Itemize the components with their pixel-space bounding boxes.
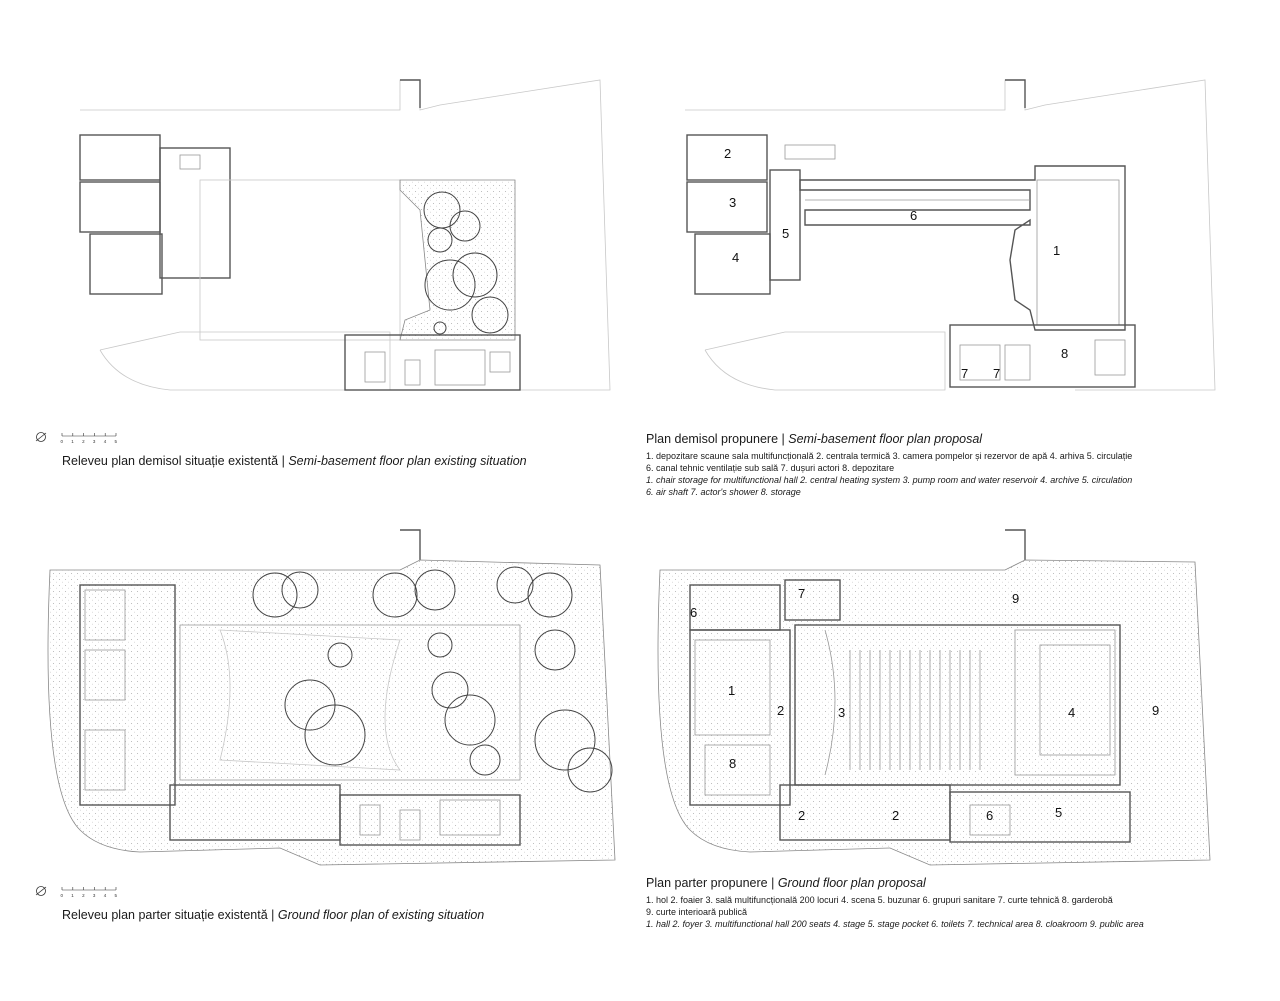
room-label: 9 bbox=[1152, 703, 1159, 718]
plan-ground-existing bbox=[47, 529, 616, 866]
plan-title-en: Semi-basement floor plan proposal bbox=[788, 432, 983, 446]
plan-title-1: Releveu plan demisol situație existentă … bbox=[62, 454, 527, 468]
scale-tick: 2 bbox=[82, 439, 85, 444]
room-label: 1 bbox=[1053, 243, 1060, 258]
legend-line: 6. air shaft 7. actor's shower 8. storag… bbox=[646, 487, 801, 497]
south-building bbox=[169, 784, 521, 846]
plan-ground-proposal: 1 2 2 2 3 4 5 6 6 7 8 9 9 bbox=[657, 529, 1211, 866]
plan-title-ro: Releveu plan parter situație existentă bbox=[62, 908, 268, 922]
room-label: 2 bbox=[798, 808, 805, 823]
trees-group bbox=[252, 566, 613, 793]
legend-line: 1. hol 2. foaier 3. sală multifuncțional… bbox=[646, 895, 1113, 905]
plan-title-ro: Releveu plan demisol situație existentă bbox=[62, 454, 279, 468]
scale-bar-1: 0 1 2 3 4 5 bbox=[35, 432, 118, 444]
room-label: 7 bbox=[961, 366, 968, 381]
south-building bbox=[779, 784, 1131, 843]
room-label: 4 bbox=[732, 250, 739, 265]
plan-semi-basement-proposal: 2 3 4 5 6 1 7 7 8 bbox=[685, 79, 1216, 391]
scale-tick: 0 bbox=[61, 439, 64, 444]
plan-title-2: Plan demisol propunere | Semi-basement f… bbox=[646, 432, 983, 446]
legend-line: 6. canal tehnic ventilație sub sală 7. d… bbox=[646, 463, 895, 473]
scale-bar-2: 0 1 2 3 4 5 bbox=[35, 886, 118, 898]
south-building bbox=[344, 334, 521, 391]
plan-title-en: Ground floor plan of existing situation bbox=[277, 908, 485, 922]
scale-tick: 1 bbox=[71, 439, 74, 444]
west-building bbox=[79, 584, 176, 806]
scale-tick: 4 bbox=[104, 439, 107, 444]
room-label: 7 bbox=[993, 366, 1000, 381]
plan-title-ro: Plan demisol propunere bbox=[646, 432, 779, 446]
west-rooms bbox=[79, 134, 231, 295]
room-label: 3 bbox=[838, 705, 845, 720]
room-label: 9 bbox=[1012, 591, 1019, 606]
south-building bbox=[949, 324, 1136, 388]
seating-rows bbox=[849, 650, 981, 770]
scale-tick: 1 bbox=[71, 893, 74, 898]
scale-tick: 5 bbox=[115, 893, 118, 898]
room-label: 4 bbox=[1068, 705, 1075, 720]
room-label: 6 bbox=[690, 605, 697, 620]
plan-title-3: Releveu plan parter situație existentă |… bbox=[62, 908, 485, 922]
legend-2: 1. depozitare scaune sala multifuncționa… bbox=[646, 450, 1132, 498]
room-label: 7 bbox=[798, 586, 805, 601]
room-label: 5 bbox=[782, 226, 789, 241]
room-label: 1 bbox=[728, 683, 735, 698]
legend-line: 9. curte interioară publică bbox=[646, 907, 748, 917]
room-label: 8 bbox=[729, 756, 736, 771]
room-label: 3 bbox=[729, 195, 736, 210]
plan-title-4: Plan parter propunere | Ground floor pla… bbox=[646, 876, 926, 890]
room-label: 5 bbox=[1055, 805, 1062, 820]
plan-title-en: Semi-basement floor plan existing situat… bbox=[288, 454, 527, 468]
scale-tick: 3 bbox=[93, 439, 96, 444]
room-label: 2 bbox=[724, 146, 731, 161]
legend-line: 1. chair storage for multifunctional hal… bbox=[646, 475, 1133, 485]
scale-tick: 2 bbox=[82, 893, 85, 898]
scale-tick: 3 bbox=[93, 893, 96, 898]
west-rooms bbox=[686, 134, 836, 295]
scale-tick: 4 bbox=[104, 893, 107, 898]
scale-tick: 5 bbox=[115, 439, 118, 444]
room-label: 6 bbox=[986, 808, 993, 823]
legend-line: 1. hall 2. foyer 3. multifunctional hall… bbox=[646, 919, 1144, 929]
scale-tick: 0 bbox=[61, 893, 64, 898]
trees-group bbox=[423, 191, 509, 335]
west-building bbox=[689, 584, 791, 806]
room-label: 2 bbox=[777, 703, 784, 718]
plan-title-en: Ground floor plan proposal bbox=[777, 876, 926, 890]
legend-line: 1. depozitare scaune sala multifuncționa… bbox=[646, 451, 1133, 461]
legend-4: 1. hol 2. foaier 3. sală multifuncțional… bbox=[646, 894, 1144, 930]
room-label: 8 bbox=[1061, 346, 1068, 361]
plan-title-ro: Plan parter propunere bbox=[646, 876, 768, 890]
room-label: 2 bbox=[892, 808, 899, 823]
plan-semi-basement-existing bbox=[79, 79, 611, 391]
room-label: 6 bbox=[910, 208, 917, 223]
